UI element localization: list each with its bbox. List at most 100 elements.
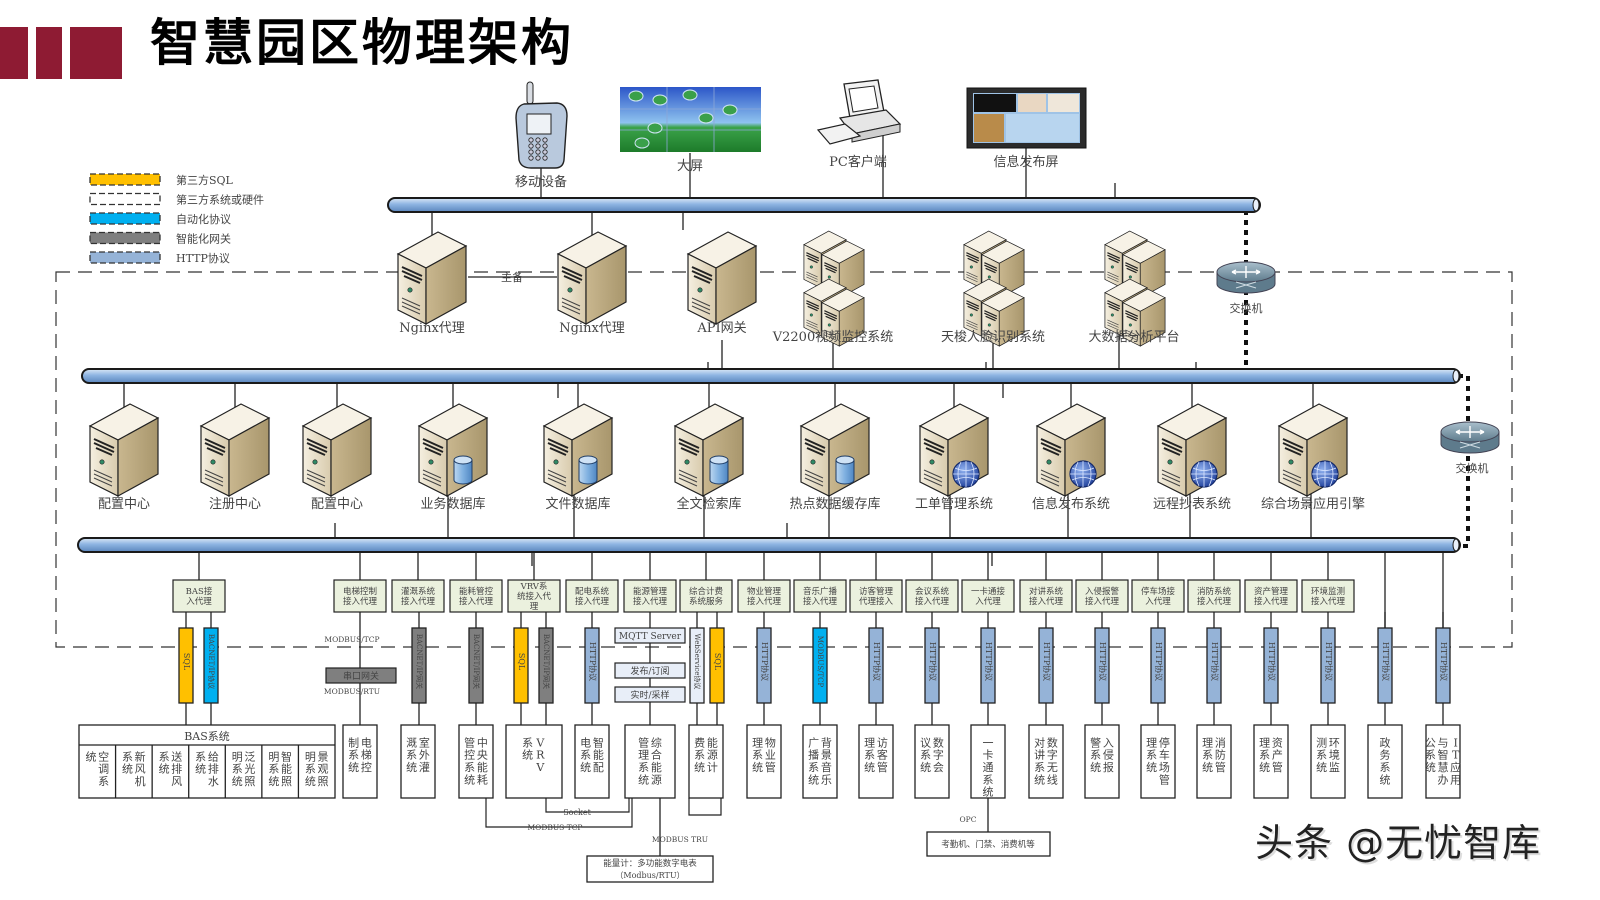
protocol-bar-sql: SQL <box>709 627 725 704</box>
server-unit <box>821 288 865 347</box>
server-vent <box>923 469 943 487</box>
system-frame <box>1196 724 1232 799</box>
label-char: 资 <box>1272 736 1283 749</box>
proxy-box-frame <box>1301 579 1355 613</box>
server-led <box>567 287 573 293</box>
proxy-label: 代理接入 <box>859 596 894 607</box>
protocol-label: SQL <box>182 653 191 671</box>
tier2-label-5: 全文检索库 <box>676 496 741 512</box>
label-char: 卡 <box>983 749 994 762</box>
meter-label-2: （Modbus/RTU） <box>615 871 684 880</box>
proxy-label: BAS接 <box>186 586 213 597</box>
protocol-label: WebService协议 <box>693 634 702 690</box>
label-char: 系 <box>752 749 763 762</box>
proxy-label: 消防系统 <box>1197 586 1232 597</box>
opc-devices-box <box>926 831 1051 857</box>
server-unit <box>1122 240 1166 299</box>
label-char: 景 <box>318 750 329 763</box>
label-char: 统 <box>808 773 819 786</box>
label-char: 统 <box>1316 761 1327 774</box>
proxy-label: 接入代理 <box>1085 596 1120 607</box>
label-char: 境 <box>1329 748 1340 762</box>
server-drive-bay <box>204 438 226 456</box>
system-frame <box>688 724 724 799</box>
proxy-box-frame <box>565 579 619 613</box>
label-char: 系 <box>580 749 591 762</box>
label-char: 系 <box>1316 749 1327 762</box>
server-led <box>987 275 991 279</box>
legend-item-sql: 第三方SQL <box>89 173 234 187</box>
phone-antenna <box>526 81 534 105</box>
phone-key <box>542 137 548 143</box>
label-char: 空 <box>98 749 109 763</box>
system-frame <box>574 724 610 799</box>
globe-icon <box>1190 460 1218 488</box>
proxy-label: 入侵报警 <box>1085 586 1120 597</box>
proxy-box-frame <box>507 579 561 613</box>
label-char: 系 <box>983 773 994 786</box>
dotted-switch-link <box>1458 374 1470 548</box>
server-cluster-icon <box>803 230 865 347</box>
server-led <box>987 323 991 327</box>
proxy-label: 入代理 <box>975 596 1001 607</box>
label-char: 数 <box>933 736 944 749</box>
label-char: 背 <box>821 735 832 749</box>
modbus-tru-label: MODBUS TRU <box>652 835 708 844</box>
label-char: 测 <box>1316 736 1327 749</box>
protocol-bar <box>1377 627 1393 704</box>
protocol-bar <box>868 627 884 704</box>
label-char: 排 <box>208 762 219 776</box>
proxy-label: 接入代理 <box>459 596 494 607</box>
label-char: 给 <box>208 750 219 763</box>
proxy-label: 接入代理 <box>1311 596 1346 607</box>
label-char: 控 <box>464 748 475 762</box>
protocol-bar <box>689 627 705 704</box>
protocol-bar-http: HTTP协议 <box>584 627 600 704</box>
tier2-label-6: 热点数据缓存库 <box>789 496 880 512</box>
label-char: 务 <box>1380 749 1391 762</box>
protocol-bar-http: HTTP协议 <box>868 627 884 704</box>
display-panel <box>974 94 1016 112</box>
label-char: 景 <box>821 749 832 762</box>
protocol-bar <box>1263 627 1279 704</box>
tier2-label-2: 配置中心 <box>311 497 363 512</box>
label-char: 对 <box>1034 735 1045 749</box>
server-side <box>1139 297 1166 347</box>
label-char: R <box>536 749 545 762</box>
server-led <box>312 459 318 465</box>
label-char: 统 <box>1090 761 1101 774</box>
server-led <box>407 287 413 293</box>
database-top <box>453 455 473 465</box>
label-char: 用 <box>1450 773 1461 786</box>
legend-label: 自动化协议 <box>176 212 231 226</box>
server-led <box>1128 275 1132 279</box>
tier1-label-5: 大数据分析平台 <box>1088 330 1179 345</box>
server-drive-bay <box>547 438 569 456</box>
protocol-label: BACNET/IP网关 <box>415 634 424 689</box>
proxy-box-frame <box>333 579 387 613</box>
label-char: 管 <box>638 735 649 749</box>
server-cluster-icon <box>963 230 1025 347</box>
mqtt-box <box>614 627 686 644</box>
modbus-tcp-link <box>485 798 633 828</box>
tier2-label-8: 信息发布系统 <box>1032 496 1110 512</box>
server-vent <box>678 469 698 487</box>
label-char: V <box>535 736 545 749</box>
protocol-bar-automation: BACNET/IP协议 <box>203 627 219 704</box>
server-drive-bay <box>1282 438 1304 456</box>
label-char: 系 <box>305 763 316 776</box>
title-block-3 <box>70 27 122 79</box>
proxy-label: 电梯控制 <box>343 586 377 597</box>
label-char: 讲 <box>1034 748 1045 762</box>
system-frame <box>400 724 436 799</box>
proxy-box-frame <box>737 579 791 613</box>
